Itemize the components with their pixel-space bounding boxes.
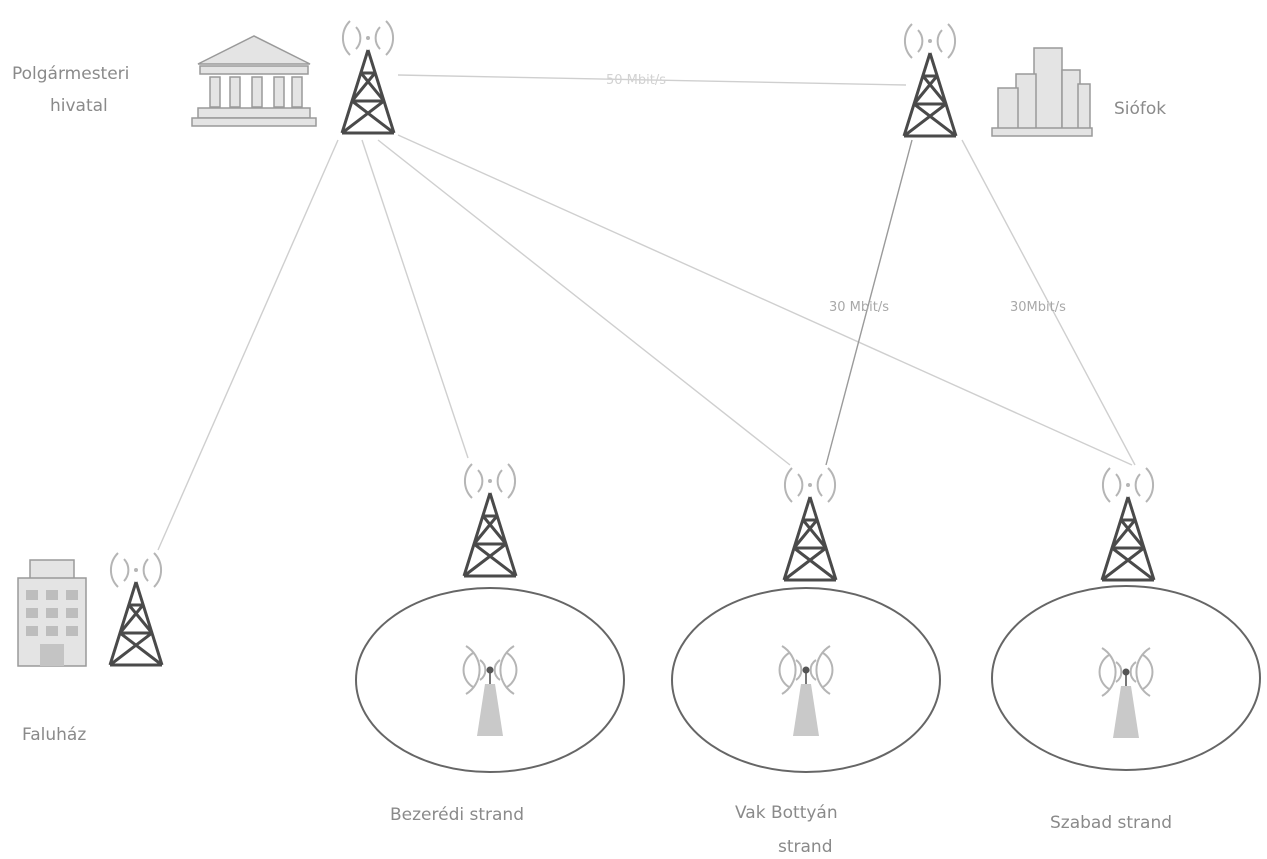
tower-icon-vak-bottyan [782,466,838,582]
tower-icon-faluhaz [108,551,164,667]
link-hall-szabad [397,134,1133,466]
access-point-icon-vak-bottyan [778,645,834,737]
label-bezeredi: Bezerédi strand [390,805,524,825]
link-hall-vak-bottyan [377,139,791,466]
tower-icon-bezeredi [462,462,518,578]
coverage-area-vak-bottyan [671,587,941,773]
label-city-hall-line1: Polgármesteri [12,64,129,84]
link-hall-faluhaz [157,139,339,551]
link-hall-siofok [397,74,907,86]
coverage-area-bezeredi [355,587,625,773]
link-label-hall-siofok: 50 Mbit/s [606,73,666,88]
label-vak-bottyan-line1: Vak Bottyán [735,803,838,823]
access-point-icon-bezeredi [462,645,518,737]
tower-icon-siofok [902,22,958,138]
office-building-icon [17,559,87,667]
city-buildings-icon [991,47,1093,137]
tower-icon-szabad [1100,466,1156,582]
label-siofok: Siófok [1114,99,1166,119]
link-siofok-vak-bottyan [825,139,913,466]
link-label-siofok-vak: 30 Mbit/s [829,300,889,315]
label-city-hall-line2: hivatal [50,96,108,116]
label-szabad: Szabad strand [1050,813,1172,833]
label-faluhaz: Faluház [22,725,86,745]
coverage-area-szabad [991,585,1261,771]
government-building-icon [191,35,317,127]
link-hall-bezeredi [361,139,469,459]
link-label-siofok-szabad: 30Mbit/s [1010,300,1066,315]
access-point-icon-szabad [1098,647,1154,739]
link-siofok-szabad [961,139,1136,466]
label-vak-bottyan-line2: strand [778,837,833,857]
tower-icon-city-hall [340,19,396,135]
